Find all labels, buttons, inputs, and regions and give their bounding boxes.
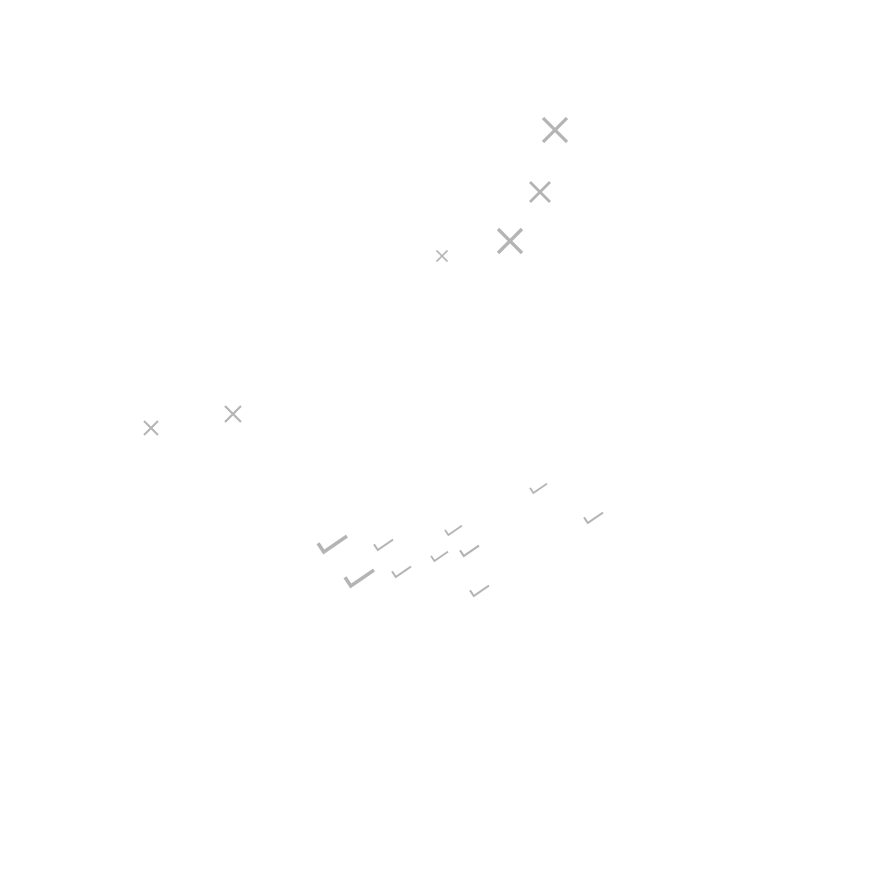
checkmark-icon <box>373 538 394 552</box>
close-icon <box>529 181 551 203</box>
close-icon <box>224 405 242 423</box>
close-icon <box>143 420 159 436</box>
checkmark-icon <box>430 550 449 563</box>
checkmark-icon <box>583 511 604 525</box>
marks-layer <box>143 116 604 598</box>
checkmark-icon <box>459 544 480 558</box>
checkmark-icon <box>391 565 412 579</box>
checkmark-icon <box>343 568 376 589</box>
checkmark-icon <box>529 482 548 495</box>
checkmark-icon <box>469 584 490 598</box>
close-icon <box>541 116 569 144</box>
checkmark-icon <box>316 534 349 555</box>
checkmark-icon <box>444 524 463 537</box>
close-icon <box>435 249 449 263</box>
close-icon <box>496 227 524 255</box>
